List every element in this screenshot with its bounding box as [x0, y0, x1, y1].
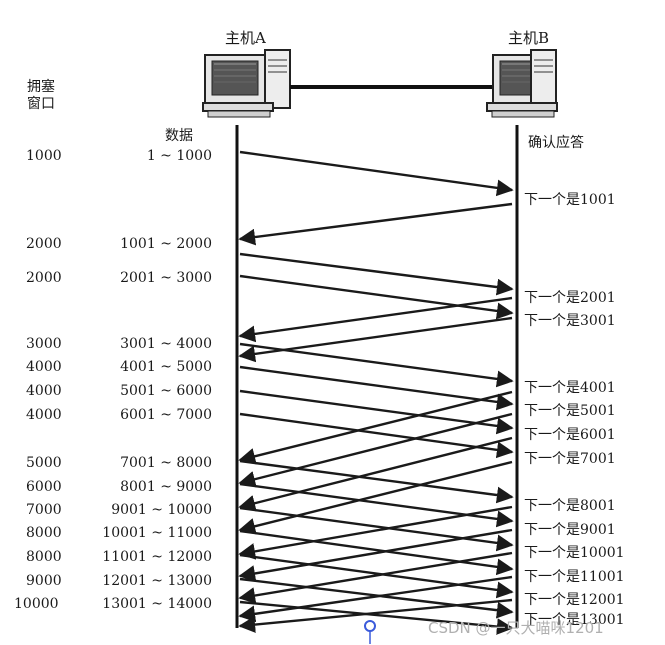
data-segment-arrow	[239, 600, 514, 635]
data-range: 1 ~ 1000	[146, 148, 212, 164]
host-a-label: 主机A	[225, 29, 266, 47]
data-range: 2001 ~ 3000	[120, 270, 212, 286]
data-range: 11001 ~ 12000	[102, 549, 212, 565]
ack-arrow	[238, 316, 513, 363]
data-range: 13001 ~ 14000	[102, 596, 212, 612]
ack-arrow	[238, 412, 513, 488]
data-range: 12001 ~ 13000	[102, 573, 212, 589]
data-segment-arrow	[239, 389, 514, 435]
ack-arrow	[238, 202, 513, 246]
data-segment-arrow	[239, 150, 514, 197]
ack-label: 下一个是7001	[524, 451, 616, 467]
cwnd-value: 5000	[26, 455, 62, 471]
ack-arrow	[238, 505, 513, 560]
data-range: 9001 ~ 10000	[111, 502, 212, 518]
data-header: 数据	[165, 128, 193, 144]
cwnd-value: 2000	[26, 236, 62, 252]
watermark: CSDN @一只大喵咪1201	[428, 619, 604, 637]
cwnd-value: 9000	[26, 573, 62, 589]
ack-label: 下一个是13001	[524, 612, 625, 628]
cwnd-value: 4000	[26, 383, 62, 399]
data-range: 7001 ~ 8000	[120, 455, 212, 471]
ack-header: 确认应答	[528, 135, 584, 151]
data-range: 8001 ~ 9000	[120, 479, 212, 495]
ack-arrow	[238, 528, 513, 582]
ack-arrow	[238, 460, 513, 535]
data-segment-arrow	[239, 482, 514, 528]
cwnd-value: 1000	[26, 148, 62, 164]
ack-label: 下一个是10001	[524, 545, 625, 561]
cwnd-value: 7000	[26, 502, 62, 518]
cwnd-value: 8000	[26, 549, 62, 565]
data-range: 5001 ~ 6000	[120, 383, 212, 399]
data-segment-arrow	[239, 365, 514, 411]
data-segment-arrow	[239, 412, 514, 459]
data-range: 6001 ~ 7000	[120, 407, 212, 423]
cwnd-value: 3000	[26, 336, 62, 352]
ack-label: 下一个是9001	[524, 522, 616, 538]
data-segment-arrow	[239, 274, 514, 320]
host-b-computer-icon	[486, 49, 558, 118]
ack-label: 下一个是11001	[524, 569, 625, 585]
cwnd-value: 2000	[26, 270, 62, 286]
ack-label: 下一个是2001	[524, 290, 616, 306]
host-b-label: 主机B	[508, 29, 550, 47]
ack-arrow	[238, 598, 513, 633]
data-range: 1001 ~ 2000	[120, 236, 212, 252]
ack-label: 下一个是5001	[524, 403, 616, 419]
arrows-group	[238, 150, 514, 635]
cwnd-value: 4000	[26, 359, 62, 375]
cwnd-value: 4000	[26, 407, 62, 423]
data-segment-arrow	[239, 459, 514, 504]
ack-arrow	[238, 390, 513, 465]
ack-arrow	[238, 436, 513, 512]
data-segment-arrow	[239, 553, 514, 599]
data-range: 4001 ~ 5000	[120, 359, 212, 375]
location-pin-icon	[364, 620, 376, 644]
ack-label: 下一个是8001	[524, 498, 616, 514]
cwnd-value: 10000	[14, 596, 59, 612]
ack-label: 下一个是4001	[524, 380, 616, 396]
ack-label: 下一个是3001	[524, 313, 616, 329]
host-a-computer-icon	[202, 49, 291, 118]
ack-label: 下一个是1001	[524, 192, 616, 208]
cwnd-header-line1: 拥塞	[27, 79, 55, 95]
ack-label: 下一个是6001	[524, 427, 616, 443]
data-segment-arrow	[239, 252, 514, 296]
cwnd-header-line2: 窗口	[27, 96, 55, 112]
ack-arrow	[238, 551, 513, 604]
ack-arrow	[238, 296, 513, 343]
cwnd-value: 8000	[26, 525, 62, 541]
data-range: 10001 ~ 11000	[102, 525, 212, 541]
ack-label: 下一个是12001	[524, 592, 625, 608]
ack-arrow	[238, 575, 513, 623]
cwnd-value: 6000	[26, 479, 62, 495]
data-range: 3001 ~ 4000	[120, 336, 212, 352]
data-segment-arrow	[239, 529, 514, 576]
